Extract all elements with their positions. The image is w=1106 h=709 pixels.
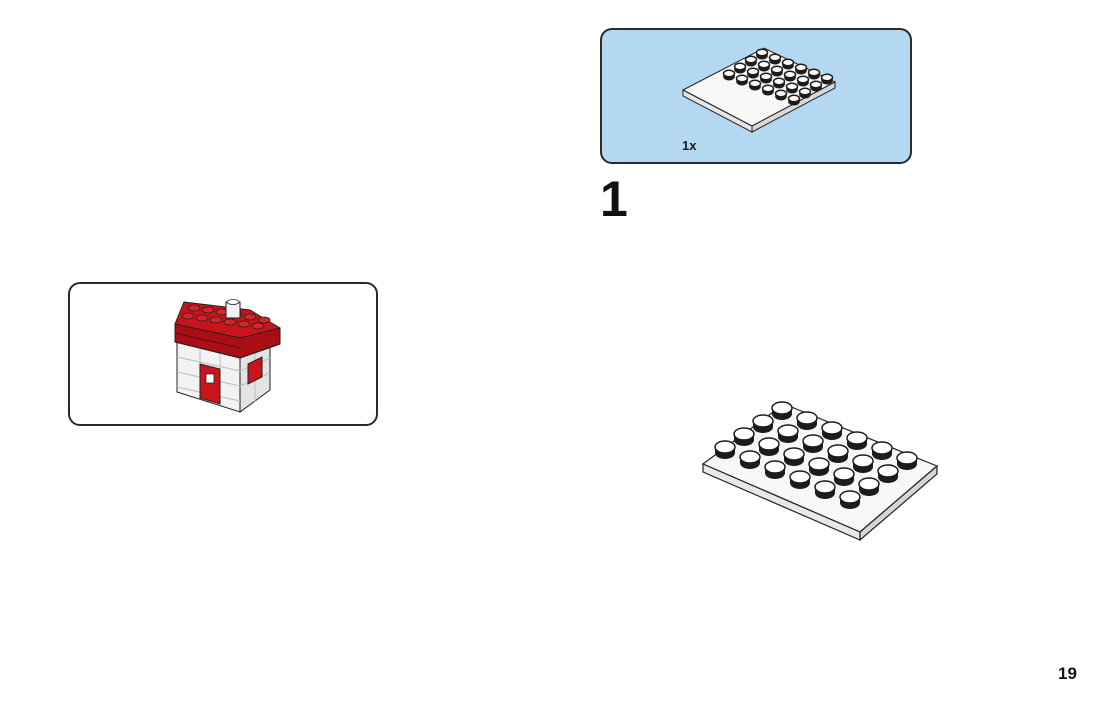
stud-top bbox=[839, 490, 861, 504]
page-number: 19 bbox=[1058, 664, 1077, 683]
stud-top bbox=[796, 75, 810, 84]
stud-top bbox=[733, 62, 747, 71]
stud-top bbox=[783, 70, 797, 79]
stud-top bbox=[759, 72, 773, 81]
house-model-image bbox=[174, 299, 281, 413]
stud-top bbox=[739, 450, 761, 464]
stud-top bbox=[761, 84, 775, 93]
step-number: 1 bbox=[600, 171, 628, 227]
stud-top bbox=[758, 437, 780, 451]
stud-top bbox=[744, 55, 758, 64]
stud-top bbox=[722, 69, 736, 78]
stud-top bbox=[877, 464, 899, 478]
stud-top bbox=[789, 470, 811, 484]
stud-top bbox=[714, 440, 736, 454]
stud-top bbox=[833, 467, 855, 481]
stud-top bbox=[733, 427, 755, 441]
stud-top bbox=[785, 82, 799, 91]
stud-top bbox=[774, 89, 788, 98]
stud-top bbox=[748, 79, 762, 88]
stud-top bbox=[827, 444, 849, 458]
stud-top bbox=[852, 454, 874, 468]
stud-top bbox=[772, 77, 786, 86]
stud-top bbox=[777, 424, 799, 438]
stud-top bbox=[755, 48, 769, 57]
stud-top bbox=[820, 73, 834, 82]
stud-top bbox=[757, 60, 771, 69]
part-quantity-label: 1x bbox=[682, 138, 697, 153]
stud-top bbox=[735, 74, 749, 83]
stud-top bbox=[871, 441, 893, 455]
stud-top bbox=[809, 80, 823, 89]
stud-top bbox=[783, 447, 805, 461]
stud-top bbox=[798, 87, 812, 96]
stud-top bbox=[770, 65, 784, 74]
stud-top bbox=[821, 421, 843, 435]
stud-top bbox=[752, 414, 774, 428]
stud-top bbox=[846, 431, 868, 445]
stud-top bbox=[808, 457, 830, 471]
stud-top bbox=[814, 480, 836, 494]
assembly-plate-image bbox=[701, 401, 939, 542]
stud-top bbox=[794, 63, 808, 72]
stud-top bbox=[746, 67, 760, 76]
stud-top bbox=[771, 401, 793, 415]
stud-top bbox=[781, 58, 795, 67]
stud-top bbox=[807, 68, 821, 77]
stud-top bbox=[858, 477, 880, 491]
stud-top bbox=[802, 434, 824, 448]
stud-top bbox=[896, 451, 918, 465]
stud-top bbox=[764, 460, 786, 474]
stud-top bbox=[796, 411, 818, 425]
stud-top bbox=[787, 94, 801, 103]
white-plate-part-icon bbox=[681, 47, 837, 133]
stud-top bbox=[768, 53, 782, 62]
